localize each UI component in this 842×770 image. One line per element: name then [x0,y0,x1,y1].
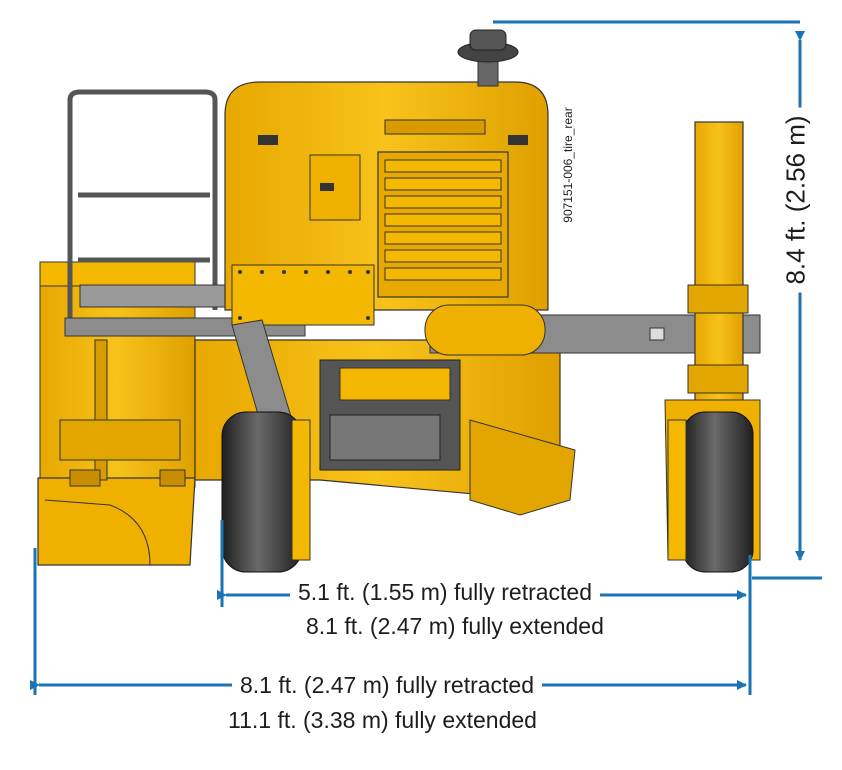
wheel-track-retracted-label: 5.1 ft. (1.55 m) fully retracted [290,579,601,605]
ladder-handrail [67,89,218,320]
image-id-label: 907151-006_tire_rear [561,107,575,223]
height-label: 8.4 ft. (2.56 m) [780,107,812,293]
overall-width-retracted-label: 8.1 ft. (2.47 m) fully retracted [232,672,543,698]
platform-deck [79,284,231,308]
left-tire [221,411,311,573]
overall-width-extended-label: 11.1 ft. (3.38 m) fully extended [228,707,537,733]
wheel-track-extended-label: 8.1 ft. (2.47 m) fully extended [306,613,604,639]
engine-housing [224,29,549,326]
machine-illustration [37,29,761,573]
right-tire [667,411,754,573]
